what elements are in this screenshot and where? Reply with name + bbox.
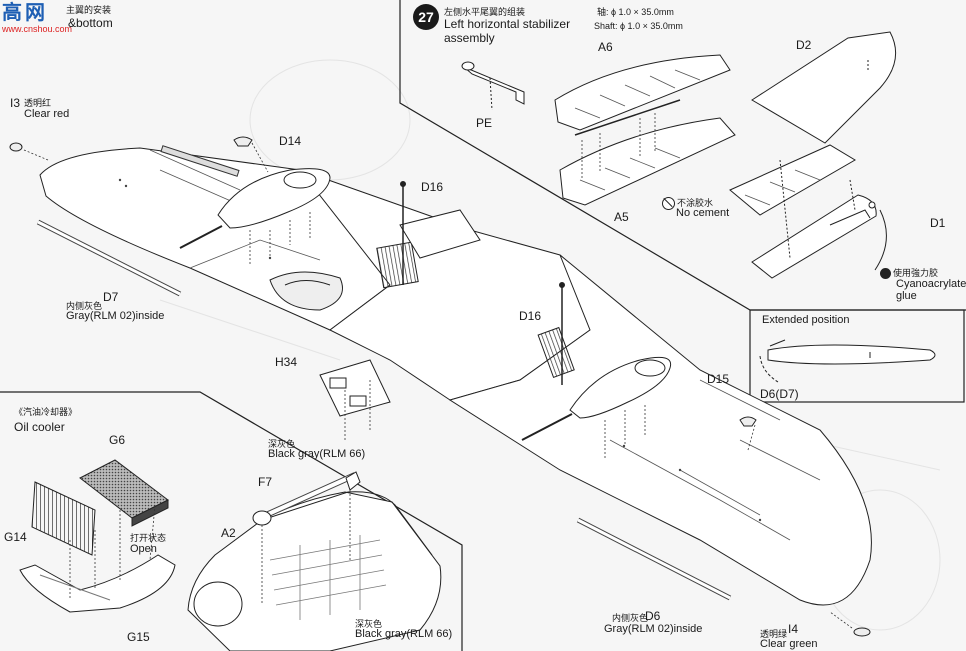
open-state-cn: 打开状态 <box>130 533 167 543</box>
glue-cn-text: 使用強力胶 <box>893 268 939 278</box>
shaft-spec: Shaft: ϕ 1.0 × 35.0mm <box>594 21 683 31</box>
part-label-pe: PE <box>476 116 493 130</box>
i4-color-en: Clear green <box>760 638 818 650</box>
glue-icon <box>880 268 891 280</box>
part-label-d6: D6 <box>645 609 661 623</box>
step27-title-line2: assembly <box>444 31 495 45</box>
extended-position-box <box>749 309 965 403</box>
stabilizer-assembly <box>461 31 897 279</box>
part-label-g14: G14 <box>4 530 27 544</box>
section-title-left: &bottom <box>68 16 113 30</box>
radiator-bottom-color-en: Black gray(RLM 66) <box>355 628 453 640</box>
part-label-d1: D1 <box>930 216 946 230</box>
radiator-top-color-cn: 深灰色 <box>268 439 296 449</box>
i3-color-cn: 透明红 <box>24 98 52 108</box>
radiator-housing <box>187 471 442 651</box>
axle-spec: 轴: ϕ 1.0 × 35.0mm <box>597 7 674 17</box>
oil-cooler-parts <box>19 459 176 613</box>
no-cement-icon <box>662 197 675 211</box>
main-wing <box>9 136 872 637</box>
section-title-left-cn: 主翼的安装 <box>66 5 112 15</box>
glue-cn: 使用強力胶 <box>880 267 939 280</box>
part-label-a6: A6 <box>598 40 613 54</box>
i3-color-en: Clear red <box>24 108 70 120</box>
part-label-d15: D15 <box>707 372 730 386</box>
extended-position-title: Extended position <box>762 314 850 326</box>
no-cement-cn-text: 不涂胶水 <box>677 198 714 208</box>
part-label-d2: D2 <box>796 38 812 52</box>
watermark-logo: 高网 www.cnshou.com <box>2 2 73 36</box>
part-label-d14: D14 <box>279 134 302 148</box>
part-label-d16-left: D16 <box>421 180 444 194</box>
part-label-i3: I3 <box>10 96 21 110</box>
watermark-url: www.cnshou.com <box>2 24 73 34</box>
i4-color-cn: 透明绿 <box>760 629 788 639</box>
part-label-g15: G15 <box>127 630 150 644</box>
step-number-27: 27 <box>413 4 439 30</box>
d6-color-en: Gray(RLM 02)inside <box>604 623 703 635</box>
glue-en-line2: glue <box>896 290 917 302</box>
radiator-top-color-en: Black gray(RLM 66) <box>268 448 366 460</box>
oil-cooler-divider <box>0 391 463 651</box>
oil-cooler-title-en: Oil cooler <box>14 420 65 434</box>
open-state-en: Open <box>130 543 157 555</box>
no-cement-en: No cement <box>676 207 730 219</box>
part-label-a5: A5 <box>614 210 629 224</box>
part-label-f7: F7 <box>258 475 273 489</box>
no-cement-cn: 不涂胶水 <box>662 197 714 211</box>
part-label-a2: A2 <box>221 526 236 540</box>
watermark-text: 高网 <box>2 2 48 24</box>
radiator-bottom-color-cn: 深灰色 <box>355 619 383 629</box>
part-label-h34: H34 <box>275 355 298 369</box>
extended-position-drawing <box>759 339 936 383</box>
d7-color-en: Gray(RLM 02)inside <box>66 310 165 322</box>
d7-color-cn: 内侧灰色 <box>66 301 103 311</box>
part-label-i4: I4 <box>788 622 799 636</box>
part-label-d7: D7 <box>103 290 119 304</box>
part-label-d16-right: D16 <box>519 309 542 323</box>
oil-cooler-title-cn: 《汽油冷却器》 <box>14 407 78 417</box>
part-label-g6: G6 <box>109 433 126 447</box>
step27-title-line1: Left horizontal stabilizer <box>444 17 571 31</box>
extended-part-label: D6(D7) <box>760 387 799 401</box>
d6-color-cn: 内侧灰色 <box>612 613 649 623</box>
glue-en-line1: Cyanoacrylate <box>896 278 966 290</box>
step27-title-cn: 左侧水平尾翼的组装 <box>444 7 526 17</box>
